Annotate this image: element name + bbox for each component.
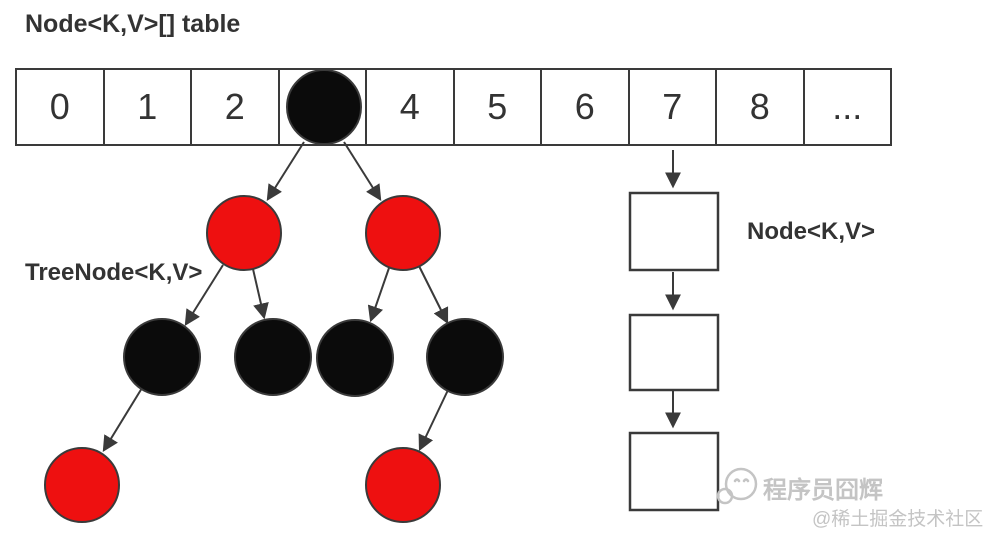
array-cell-3-treeified-bucket [280, 70, 367, 144]
tree-edge-ll-to-lll [102, 387, 143, 453]
tree-node-rrl-red [365, 447, 441, 523]
tree-node-left-red [206, 195, 282, 271]
tree-edge-rr-to-rrl [418, 389, 449, 452]
array-cell-4: 4 [367, 70, 455, 144]
array-cell-8: 8 [717, 70, 805, 144]
treenode-label: TreeNode<K,V> [25, 259, 203, 286]
tree-node-rr-black [426, 318, 504, 396]
tree-node-lr-black [234, 318, 312, 396]
tree-edge-root-to-left [266, 141, 305, 202]
tree-node-ll-black [123, 318, 201, 396]
bucket-array: 0 1 2 4 5 6 7 8 ... [15, 68, 892, 146]
watermark-face-icon [716, 467, 758, 505]
tree-edge-right-to-rl [367, 267, 390, 323]
array-cell-ellipsis: ... [832, 86, 863, 127]
tree-node-right-red [365, 195, 441, 271]
tree-node-rl-black [316, 319, 394, 397]
tree-edge-right-to-rr [418, 265, 449, 325]
array-cell-6: 6 [542, 70, 630, 144]
array-cell-2: 2 [192, 70, 280, 144]
tree-edge-left-to-lr [252, 268, 269, 320]
list-node-box-1 [628, 191, 720, 272]
array-cell-7-list-bucket: 7 [630, 70, 717, 144]
node-label: Node<K,V> [747, 218, 876, 245]
array-cell-0: 0 [17, 70, 105, 144]
list-node-box-3 [628, 431, 720, 512]
array-cell-5: 5 [455, 70, 542, 144]
diagram-title: Node<K,V>[] table [25, 10, 241, 38]
tree-node-lll-red [44, 447, 120, 523]
watermark-community: @稀土掘金技术社区 [812, 509, 984, 530]
array-cell-1: 1 [105, 70, 192, 144]
watermark-author: 程序员囧辉 [763, 477, 883, 504]
list-node-box-2 [628, 313, 720, 392]
tree-edge-root-to-right [343, 141, 382, 202]
